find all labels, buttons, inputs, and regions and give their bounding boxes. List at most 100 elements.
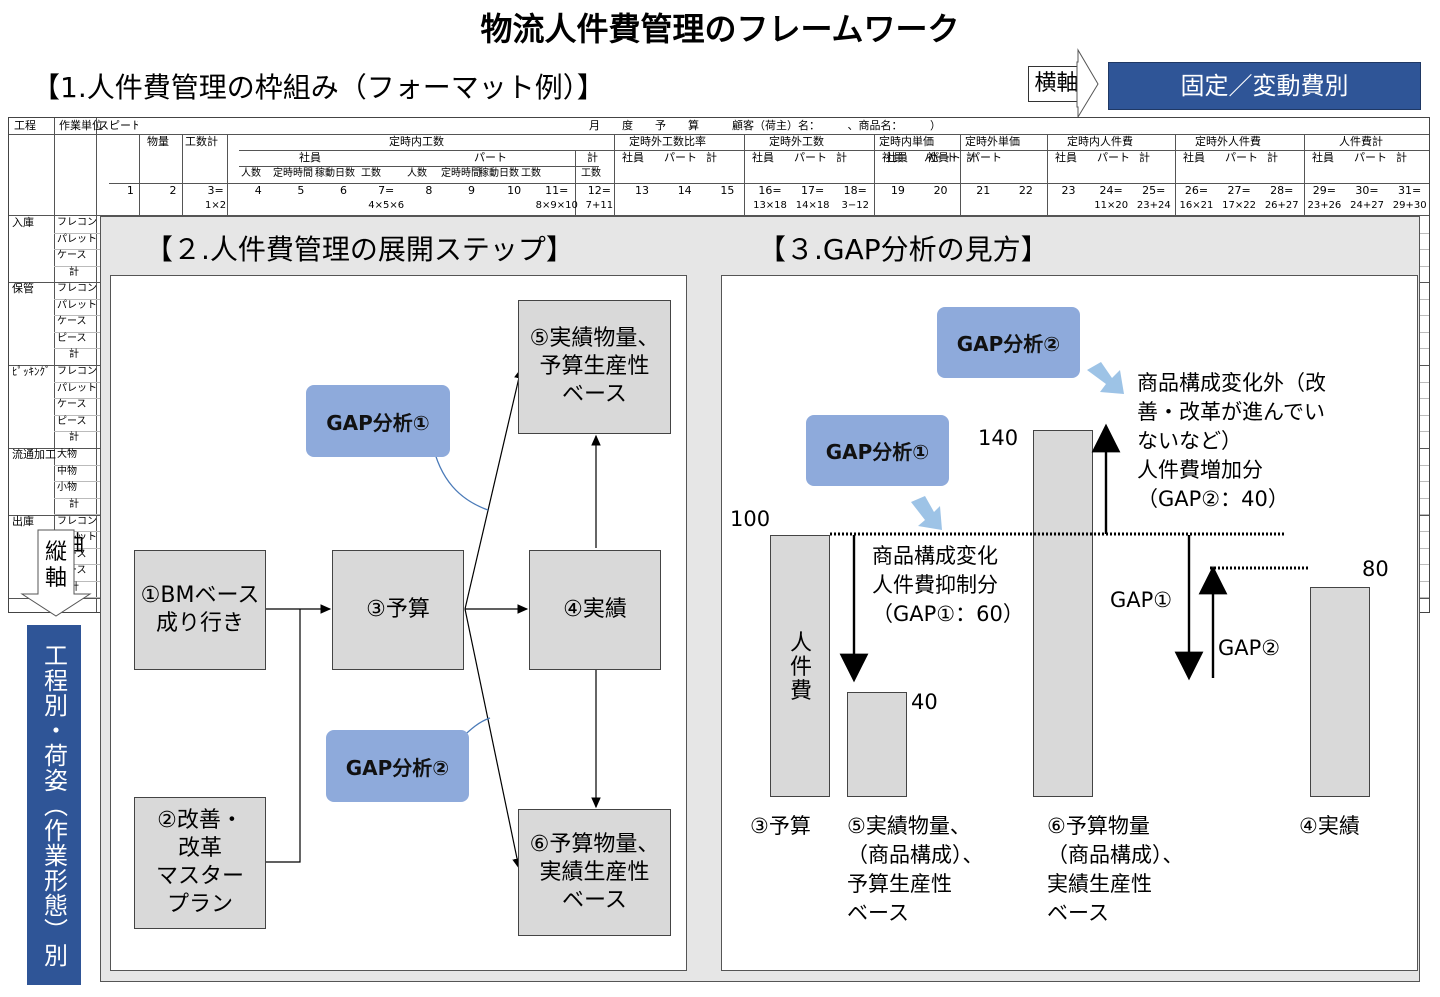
sheet-process-label: 入庫	[12, 216, 34, 229]
sheet-col-formula: 24+27	[1350, 200, 1384, 211]
sheet-col-formula: 14×18	[795, 200, 830, 211]
sheet-col-formula: 7+11	[585, 200, 614, 211]
sheet-col-formula: 26+27	[1264, 200, 1299, 211]
page-title: 物流人件費管理のフレームワーク	[480, 10, 960, 48]
sheet-sub-header: 稼動日数	[315, 168, 355, 179]
step-box-bm-base-text: ①BMベース 成り行き	[140, 583, 260, 636]
sheet-unit-label: パレット	[57, 382, 97, 394]
sheet-header-part: パート	[474, 151, 507, 164]
gap2-note-line: 商品構成変化外（改	[1137, 371, 1326, 395]
sheet-pair-header: 社員	[1055, 151, 1077, 164]
gap2-note-line: ないなど）	[1137, 429, 1242, 453]
sheet-col-number: 18=	[843, 184, 867, 197]
gap1-arrow-label: GAP①	[1110, 588, 1173, 612]
sheet-unit-label: ケース	[57, 399, 87, 411]
step-box-actual-text: ④実績	[563, 597, 627, 622]
sheet-col-number: 17=	[801, 184, 825, 197]
sheet-sub-header: 人数	[407, 168, 427, 179]
gap-bar: 人件費	[770, 535, 830, 797]
sheet-process-label: 流通加工	[12, 448, 56, 462]
section2-title: 【２.人件費管理の展開ステップ】	[145, 233, 574, 266]
bar-ylabel-char: 人	[789, 631, 812, 656]
sheet-header-unit-in: 定時内単価	[879, 135, 934, 148]
sheet-process-label: 出庫	[12, 514, 34, 528]
sheet-unit-label: 計	[69, 266, 79, 278]
sheet-grid-line	[960, 134, 961, 216]
sheet-grid-line	[1175, 134, 1176, 216]
sheet-header-volume: 物量	[147, 135, 169, 148]
sheet-pair-header: 計	[1267, 151, 1278, 164]
horizontal-axis-tag: 横軸	[1028, 66, 1085, 102]
gap1-note-line: 商品構成変化	[872, 544, 998, 568]
sheet-pair-header: パート	[928, 151, 961, 164]
sheet-col-number: 21	[976, 184, 991, 197]
sheet-pair-header: 計	[1139, 151, 1150, 164]
gap2-note-line: 善・改革が進んでい	[1137, 400, 1325, 424]
sheet-grid-line	[182, 134, 183, 216]
sheet-col-number: 1	[126, 184, 134, 197]
sheet-col-formula: 23+26	[1307, 200, 1342, 211]
sheet-grid-line	[139, 134, 140, 216]
sheet-grid-line	[9, 215, 1429, 216]
sheet-sub-header: 工数	[581, 168, 601, 179]
sheet-pair-header: パート	[969, 151, 1002, 164]
sheet-pair-header: 社員	[927, 151, 949, 164]
gap2-note: 商品構成変化外（改 善・改革が進んでい ないなど） 人件費増加分 （GAP②：4…	[1137, 369, 1326, 514]
sheet-col-number: 22	[1018, 184, 1033, 197]
sheet-header-work-unit: 作業単位	[59, 119, 103, 132]
step-box-budget: ③予算	[332, 550, 464, 670]
sheet-col-number: 12=	[587, 184, 612, 197]
sheet-pair-header: 社員	[1312, 151, 1334, 164]
sheet-unit-label: パレット	[57, 233, 97, 245]
steps-gap1-label: GAP分析①	[306, 385, 450, 457]
bar-ylabel-char: 費	[789, 679, 812, 704]
sheet-col-number: 29=	[1312, 184, 1336, 197]
gap1-box: GAP分析①	[806, 415, 949, 486]
gap-bar-label: ④実績	[1299, 814, 1360, 838]
gap1-note: 商品構成変化 人件費抑制分 （GAP①：60）	[872, 542, 1024, 629]
sheet-col-number: 16=	[758, 184, 782, 197]
sheet-col-number: 31=	[1398, 184, 1422, 197]
sheet-sub-header: 定時時間	[441, 168, 481, 179]
sheet-pair-header: パート	[924, 151, 957, 164]
sheet-pair-header: 計	[1396, 151, 1407, 164]
sheet-col-number: 30=	[1355, 184, 1379, 197]
sheet-header-cost-total: 人件費計	[1339, 135, 1383, 148]
step-box-budget-volume: ⑥予算物量、 実績生産性 ベース	[518, 809, 671, 936]
step-box-improvement-plan-text: ②改善・ 改革 マスター プラン	[155, 808, 244, 917]
sheet-col-number: 9	[467, 184, 475, 197]
sheet-col-formula: 29+30	[1392, 200, 1427, 211]
sheet-header-ot: 定時外工数	[769, 135, 824, 148]
sheet-col-number: 25=	[1142, 184, 1166, 197]
sheet-sub-header: 定時時間	[273, 168, 313, 179]
sheet-header-process: 工程	[14, 119, 36, 132]
sheet-col-number: 7=	[378, 184, 395, 197]
sheet-col-number: 2	[169, 184, 177, 197]
sheet-unit-label: ピース	[57, 332, 87, 344]
sheet-header-speed: スピード	[98, 119, 138, 132]
gap2-box: GAP分析②	[937, 307, 1080, 378]
sheet-pair-header: 社員	[622, 151, 644, 164]
sheet-unit-label: 小物	[57, 482, 77, 494]
sheet-pair-header: 計	[706, 151, 717, 164]
sheet-grid-line	[227, 134, 228, 216]
sheet-process-label: ﾋﾟｯｷﾝｸﾞ	[12, 365, 51, 379]
sheet-header-regular: 定時内工数	[389, 135, 444, 148]
sheet-unit-label: 中物	[57, 465, 77, 477]
horizontal-axis-label: 固定／変動費別	[1108, 62, 1421, 110]
gap-bar	[847, 692, 907, 797]
sheet-process-label: 保管	[12, 282, 34, 296]
gap-bar	[1033, 430, 1093, 797]
sheet-sub-header: 稼動日数	[479, 168, 519, 179]
step-box-actual-volume: ⑤実績物量、 予算生産性 ベース	[518, 300, 671, 434]
sheet-col-number: 28=	[1270, 184, 1294, 197]
sheet-pair-header: パート	[794, 151, 827, 164]
sheet-grid-line	[1047, 134, 1048, 216]
gap2-arrow-label: GAP②	[1218, 636, 1281, 660]
vertical-axis-tag-text: 縦軸	[44, 540, 67, 591]
sheet-grid-line	[874, 134, 875, 216]
sheet-grid-line	[109, 183, 1429, 184]
sheet-pair-header: 計	[836, 151, 847, 164]
gap-bar-value: 100	[730, 507, 771, 531]
sheet-grid-line	[239, 150, 1429, 151]
